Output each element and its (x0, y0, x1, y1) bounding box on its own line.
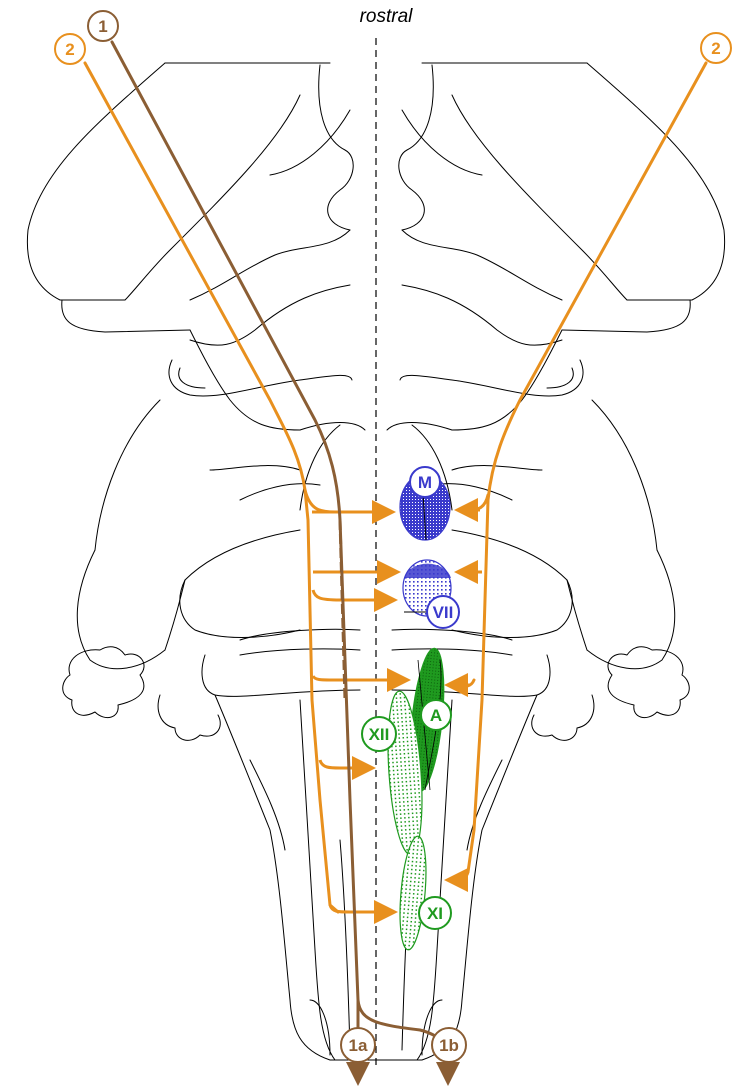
badge-nucleus-xii: XII (362, 717, 396, 751)
rostral-label: rostral (360, 6, 414, 27)
badge-nucleus-m: M (410, 467, 440, 497)
tract-1-main-path (112, 42, 358, 1040)
badge-tract-1: 1 (88, 11, 118, 41)
badge-tract-2-right: 2 (701, 33, 731, 63)
svg-text:XII: XII (369, 725, 390, 744)
tract-1 (112, 42, 448, 1080)
arrow-to-a-left (313, 676, 405, 680)
tract-2-left-path (85, 63, 338, 912)
badge-nucleus-xi: XI (419, 897, 451, 929)
nucleus-xi-group (396, 835, 430, 951)
brainstem-outline-left (27, 63, 376, 1060)
arrow-to-xi-right (450, 872, 468, 880)
badge-tract-2-left: 2 (55, 34, 85, 64)
svg-text:1: 1 (98, 17, 107, 36)
svg-text:2: 2 (711, 39, 720, 58)
badge-tract-1a: 1a (341, 1028, 375, 1062)
svg-text:M: M (418, 473, 432, 492)
arrow-to-vii-2 (313, 590, 392, 600)
arrow-to-xi-left (330, 905, 392, 912)
badge-tract-1b: 1b (432, 1028, 466, 1062)
svg-text:2: 2 (65, 40, 74, 59)
arrow-to-xii (320, 760, 370, 768)
svg-text:A: A (430, 706, 442, 725)
svg-text:XI: XI (427, 904, 443, 923)
svg-text:1b: 1b (439, 1036, 459, 1055)
svg-text:1a: 1a (349, 1036, 368, 1055)
nucleus-xi (396, 835, 430, 951)
badge-nucleus-a: A (421, 700, 451, 730)
svg-text:VII: VII (433, 603, 454, 622)
badge-nucleus-vii: VII (427, 596, 459, 628)
tract-2-right-path (468, 63, 706, 872)
